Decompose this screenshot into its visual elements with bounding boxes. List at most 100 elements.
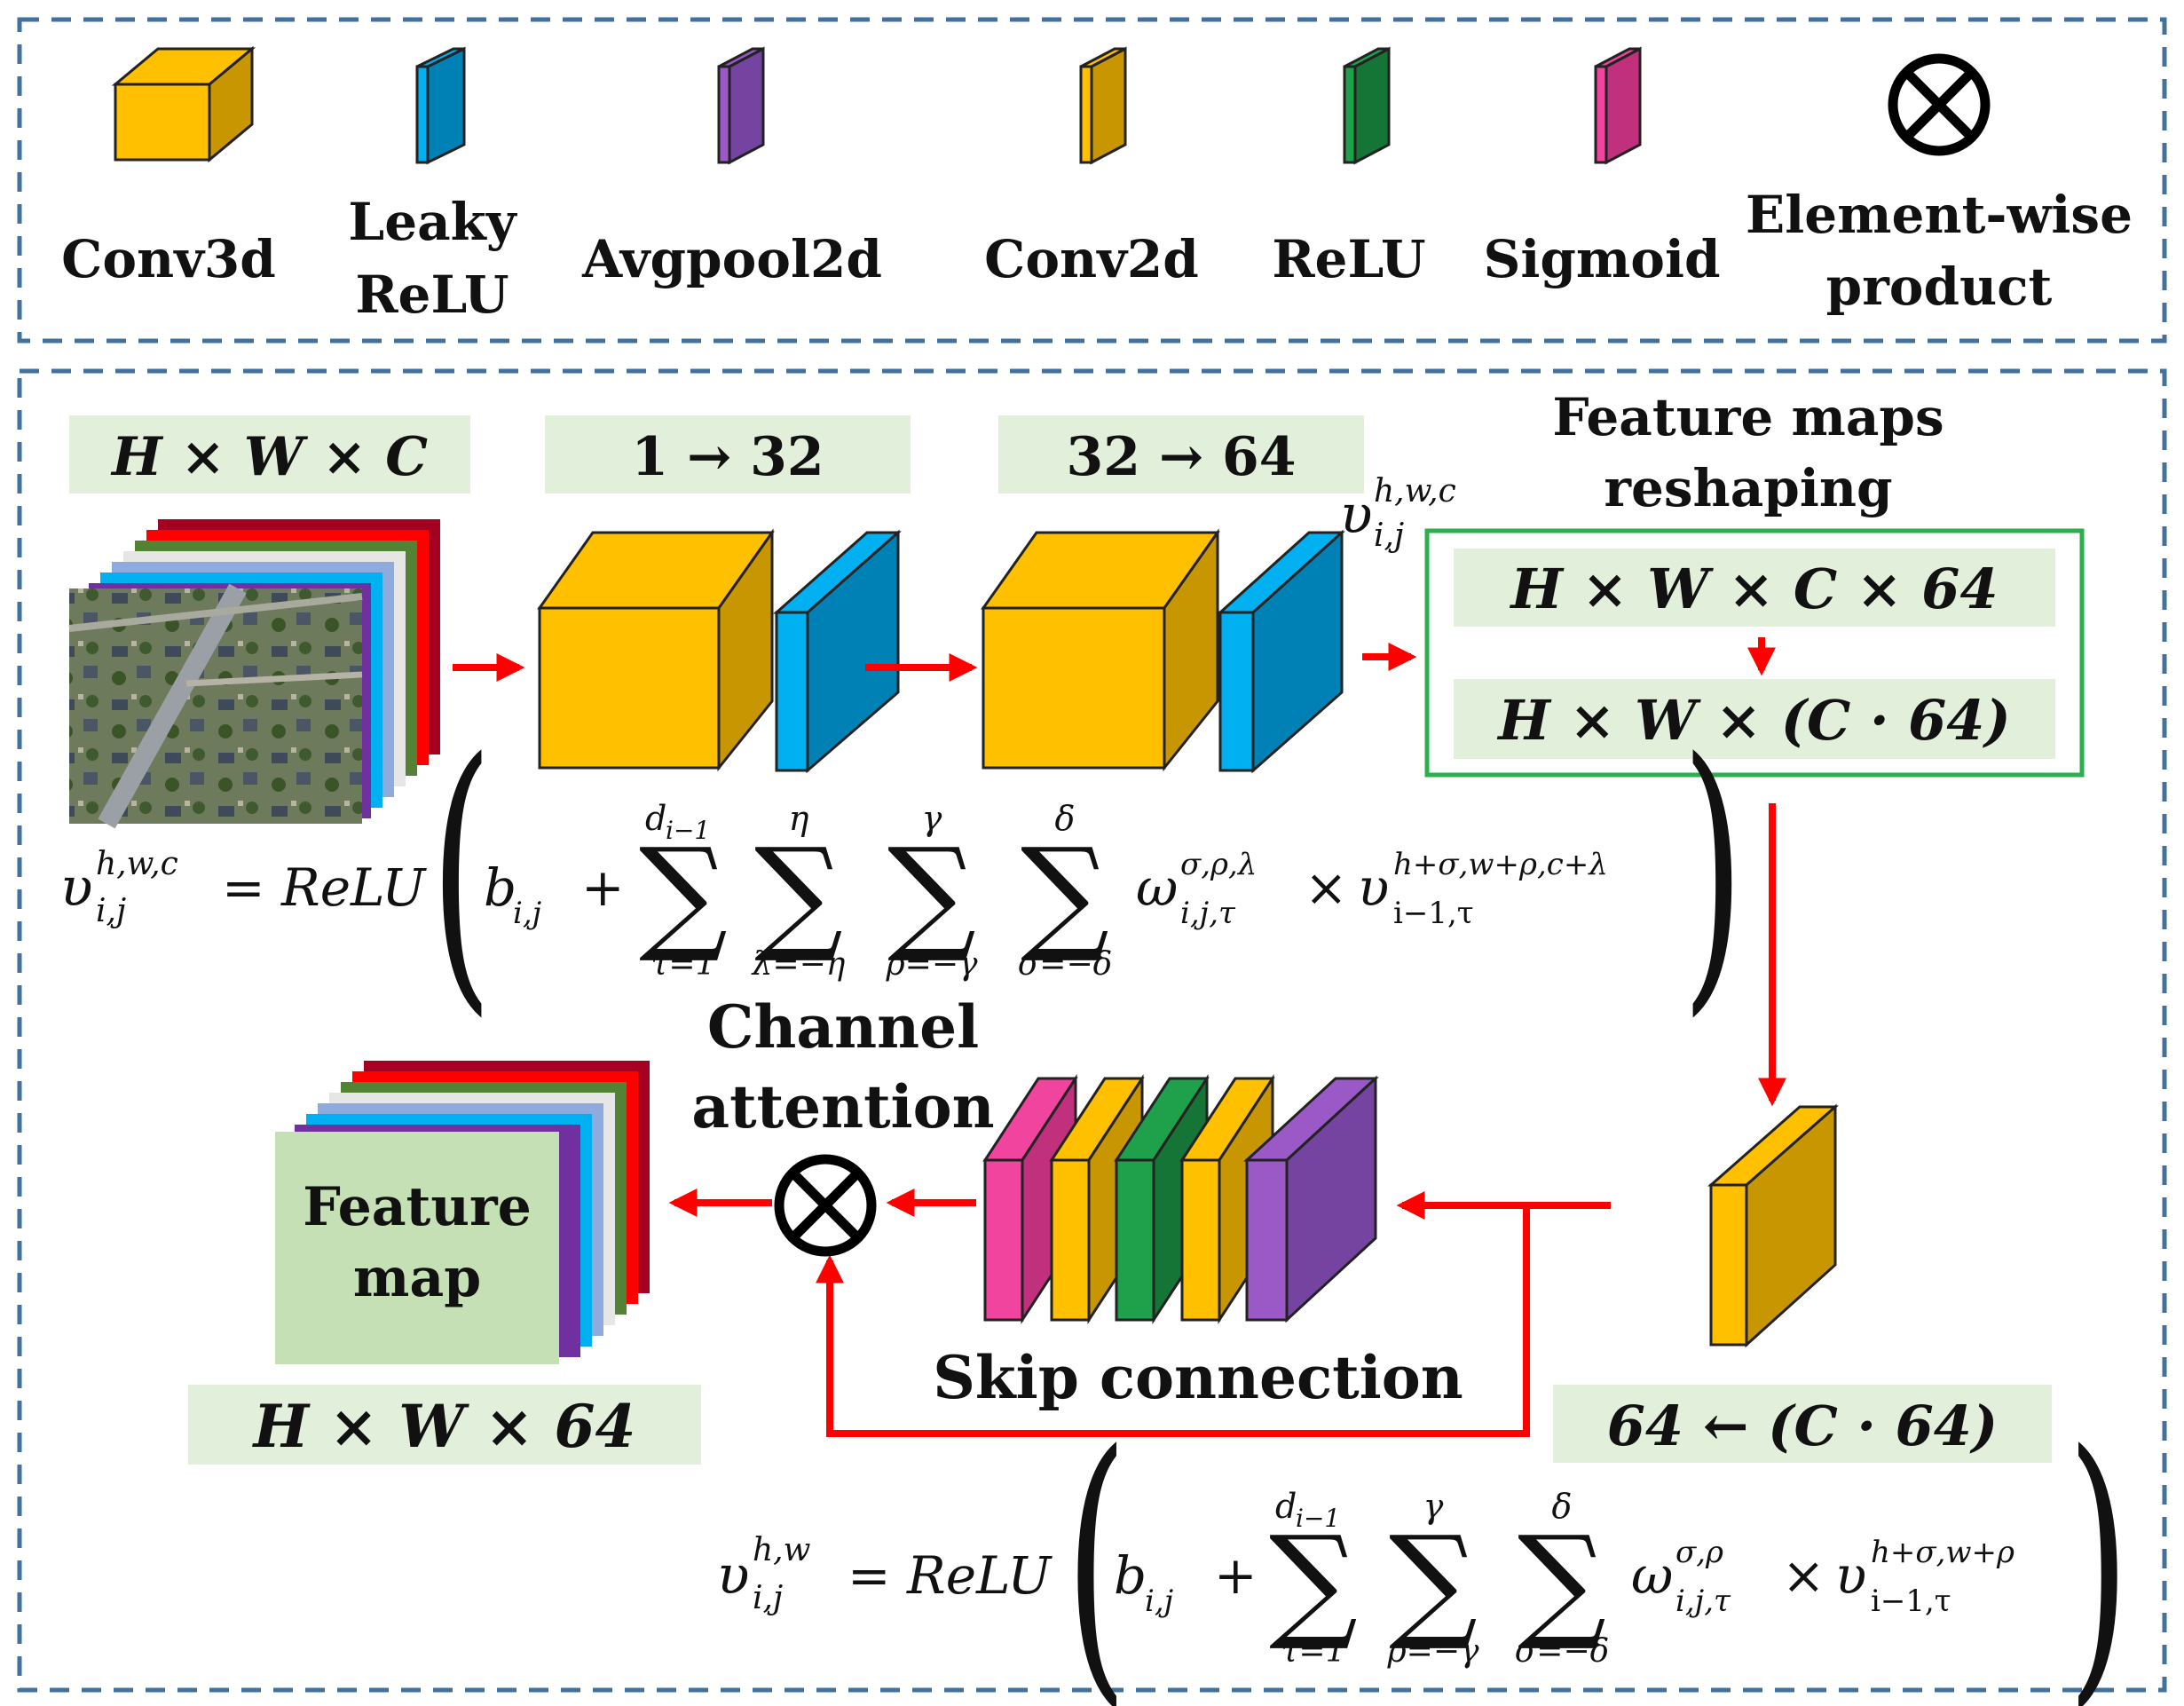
channel-attention-label-2: attention — [691, 1072, 994, 1141]
svg-text:h+σ,w+ρ: h+σ,w+ρ — [1871, 1535, 2014, 1570]
svg-text:ρ=−γ: ρ=−γ — [885, 946, 977, 983]
svg-text:i,j: i,j — [1145, 1584, 1174, 1619]
conv2d-channels-box — [1553, 1385, 2052, 1463]
svg-text:σ,ρ,λ: σ,ρ,λ — [1180, 847, 1257, 882]
svg-text:d: d — [645, 799, 666, 838]
legend-sigmoid-icon — [1594, 46, 1642, 165]
legend-conv2d-label: Conv2d — [984, 229, 1199, 289]
svg-text:i,j: i,j — [753, 1580, 783, 1616]
channel-attention-stack — [982, 1073, 1379, 1325]
legend-element-wise-product-label-1: Element-wise — [1746, 185, 2133, 245]
legend-element-wise-product-icon — [1888, 53, 1991, 156]
conv2d-block — [1707, 1103, 1839, 1348]
skip-connection-label: Skip connection — [933, 1343, 1463, 1412]
svg-text:υ: υ — [60, 857, 92, 919]
svg-text:i,j: i,j — [513, 896, 542, 931]
svg-text:γ: γ — [922, 799, 942, 838]
stage2-channels-label: 32 → 64 — [1066, 426, 1296, 488]
input-image-stack — [68, 519, 440, 829]
feature-map-label-1: Feature — [303, 1176, 532, 1238]
legend-leaky-relu-label-2: ReLU — [355, 265, 509, 325]
legend-frame — [17, 17, 2167, 344]
attention-relu-slab — [1114, 1073, 1210, 1325]
svg-text:i−1,τ: i−1,τ — [1871, 1584, 1951, 1619]
svg-text:λ=−η: λ=−η — [751, 946, 846, 983]
legend-avgpool2d-label: Avgpool2d — [581, 229, 882, 289]
input-dims-box — [69, 415, 470, 494]
svg-text:υ: υ — [1358, 857, 1389, 918]
reshape-from-label: H × W × C × 64 — [1509, 557, 1998, 621]
svg-text:σ=−δ: σ=−δ — [1018, 946, 1113, 983]
legend-relu-icon — [1343, 46, 1391, 165]
svg-text:η: η — [789, 799, 809, 838]
feature-map-label-2: map — [353, 1247, 481, 1309]
svg-text:δ: δ — [1552, 1487, 1573, 1526]
svg-text:= ReLU: = ReLU — [222, 857, 427, 918]
legend-conv3d-label: Conv3d — [61, 229, 276, 289]
legend-avgpool2d-icon — [717, 46, 765, 165]
stage2-conv3d-block — [981, 528, 1220, 772]
stage2-channels-box — [998, 415, 1364, 494]
legend-conv2d-icon — [1079, 46, 1127, 165]
svg-text:∑: ∑ — [1389, 1510, 1478, 1655]
svg-text:b: b — [1114, 1545, 1147, 1606]
svg-text:i−1: i−1 — [1296, 1504, 1340, 1533]
svg-text:i,j,τ: i,j,τ — [1675, 1584, 1731, 1619]
svg-text:∑: ∑ — [639, 822, 728, 967]
network-frame — [17, 368, 2167, 1693]
stage2-leaky-relu-block — [1217, 529, 1345, 774]
output-dims-label: H × W × 64 — [252, 1392, 636, 1461]
reshape-to-label: H × W × (C · 64) — [1496, 688, 2011, 753]
stage1-leaky-relu-block — [773, 529, 902, 774]
svg-text:i,j: i,j — [1374, 517, 1404, 554]
svg-text:i,j,τ: i,j,τ — [1180, 896, 1236, 931]
svg-text:υ: υ — [717, 1544, 749, 1607]
svg-text:h,w,c: h,w,c — [96, 846, 178, 882]
svg-text:τ=1: τ=1 — [1281, 1633, 1346, 1670]
flow-arrows — [453, 637, 1786, 1437]
svg-text:τ=1: τ=1 — [651, 946, 716, 983]
legend-element-wise-product-label-2: product — [1826, 257, 2053, 317]
stage1-channels-box — [545, 415, 911, 494]
reshape-to-box — [1454, 679, 2055, 759]
output-feature-map-stack — [275, 1061, 650, 1364]
legend-leaky-relu-label-1: Leaky — [348, 192, 517, 252]
svg-text:ω: ω — [1631, 1545, 1673, 1606]
legend-sigmoid-label: Sigmoid — [1483, 229, 1720, 289]
input-dims-label: H × W × C — [110, 426, 428, 488]
activation-label: υ h,w,c i,j — [1340, 473, 1456, 554]
svg-text:∑: ∑ — [1021, 822, 1109, 967]
svg-text:h+σ,w+ρ,c+λ: h+σ,w+ρ,c+λ — [1393, 847, 1608, 882]
attention-sigmoid-slab — [982, 1073, 1078, 1325]
svg-text:σ,ρ: σ,ρ — [1675, 1535, 1723, 1570]
svg-text:+: + — [1214, 1545, 1258, 1606]
svg-text:): ) — [2067, 1393, 2130, 1706]
reshape-title-line-2: reshaping — [1604, 458, 1892, 518]
stage1-channels-label: 1 → 32 — [631, 426, 824, 488]
svg-text:ρ=−γ: ρ=−γ — [1386, 1633, 1478, 1670]
svg-text:∑: ∑ — [1269, 1510, 1358, 1655]
attention-avgpool-slab — [1243, 1075, 1379, 1323]
svg-text:h,w: h,w — [753, 1532, 811, 1568]
svg-text:= ReLU: = ReLU — [848, 1545, 1053, 1606]
svg-text:×: × — [1305, 857, 1348, 918]
svg-text:σ=−δ: σ=−δ — [1515, 1633, 1610, 1670]
svg-text:×: × — [1782, 1545, 1825, 1606]
svg-text:): ) — [1682, 700, 1745, 1041]
svg-text:υ: υ — [1340, 484, 1372, 546]
arrow-skip-connection — [816, 1205, 1530, 1437]
svg-text:(: ( — [430, 700, 493, 1041]
svg-text:υ: υ — [1835, 1545, 1866, 1606]
svg-text:i−1: i−1 — [666, 816, 710, 845]
svg-text:δ: δ — [1055, 799, 1076, 838]
element-wise-product-icon — [774, 1154, 877, 1257]
equation-conv2d: υ h,w i,j = ReLU ( b i,j + ∑ d i−1 τ=1 ∑… — [717, 1393, 2130, 1706]
svg-text:∑: ∑ — [754, 822, 843, 967]
svg-text:i,j: i,j — [96, 893, 126, 929]
conv2d-channels-label: 64 ← (C · 64) — [1607, 1394, 1998, 1458]
svg-text:ω: ω — [1136, 857, 1178, 918]
legend-conv3d-icon — [111, 45, 256, 163]
svg-text:γ: γ — [1423, 1487, 1444, 1526]
